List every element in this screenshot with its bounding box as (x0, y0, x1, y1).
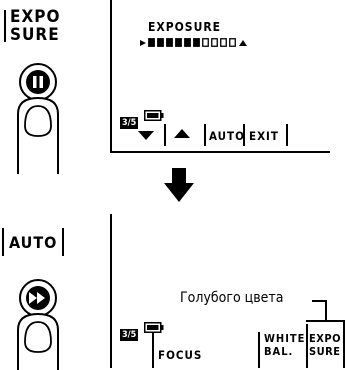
level-segment (184, 38, 191, 47)
triangle-up-icon (174, 129, 190, 138)
battery-icon-2 (144, 322, 164, 333)
soft-key-white-bal-line1: WHITE (264, 332, 306, 345)
finger-press-ff (0, 278, 80, 370)
finger-illustration (17, 63, 59, 174)
step1-screen: EXPOSURE 3/5 AUTO EXIT (110, 0, 348, 160)
level-segment (148, 38, 155, 47)
level-segment (211, 38, 218, 47)
step2-side-key-label: AUTO (0, 228, 70, 258)
level-segment (157, 38, 164, 47)
side-key-text-line1: EXPO (10, 7, 61, 27)
step2-screen: 3/5 Голубого цвета FOCUS WHITE BAL. EXPO… (110, 214, 348, 368)
level-segment (166, 38, 173, 47)
frame-counter-text-2: 3/5 (120, 329, 139, 341)
level-left-pointer-icon (140, 40, 146, 46)
level-segment (202, 38, 209, 47)
soft-key-up[interactable] (172, 126, 192, 140)
soft-key-white-bal-line2: BAL. (264, 345, 294, 358)
callout-label: Голубого цвета (180, 290, 284, 306)
soft-key-exposure-line2: SURE (309, 345, 341, 358)
level-segment (175, 38, 182, 47)
level-segment (193, 38, 200, 47)
soft-key-down[interactable] (136, 128, 156, 142)
side-key-text-line2: SURE (10, 25, 60, 45)
soft-key-focus[interactable]: FOCUS (158, 348, 203, 362)
exposure-level-bar (140, 38, 247, 47)
finger-illustration-2 (17, 279, 59, 370)
pause-icon (26, 70, 50, 94)
down-arrow-icon (162, 168, 196, 204)
soft-key-exposure[interactable]: EXPO SURE (309, 332, 345, 368)
finger-press-pause (0, 62, 80, 178)
level-right-pointer-icon (239, 40, 247, 46)
level-segment (220, 38, 227, 47)
frame-counter-text: 3/5 (120, 117, 139, 129)
frame-counter-2: 3/5 (120, 322, 139, 341)
soft-key-exposure-line1: EXPO (309, 332, 342, 345)
step1-side-key-label: EXPO SURE (2, 6, 61, 48)
exposure-level-scale (140, 36, 260, 50)
level-segment (229, 38, 236, 47)
soft-key-exit[interactable]: EXIT (249, 129, 279, 143)
triangle-down-icon (138, 131, 154, 140)
soft-key-auto[interactable]: AUTO (209, 129, 245, 143)
exposure-title: EXPOSURE (148, 20, 222, 34)
battery-icon (144, 110, 164, 121)
frame-counter: 3/5 (120, 110, 139, 129)
side-key-auto-text: AUTO (9, 233, 58, 252)
soft-key-white-bal[interactable]: WHITE BAL. (264, 332, 308, 368)
